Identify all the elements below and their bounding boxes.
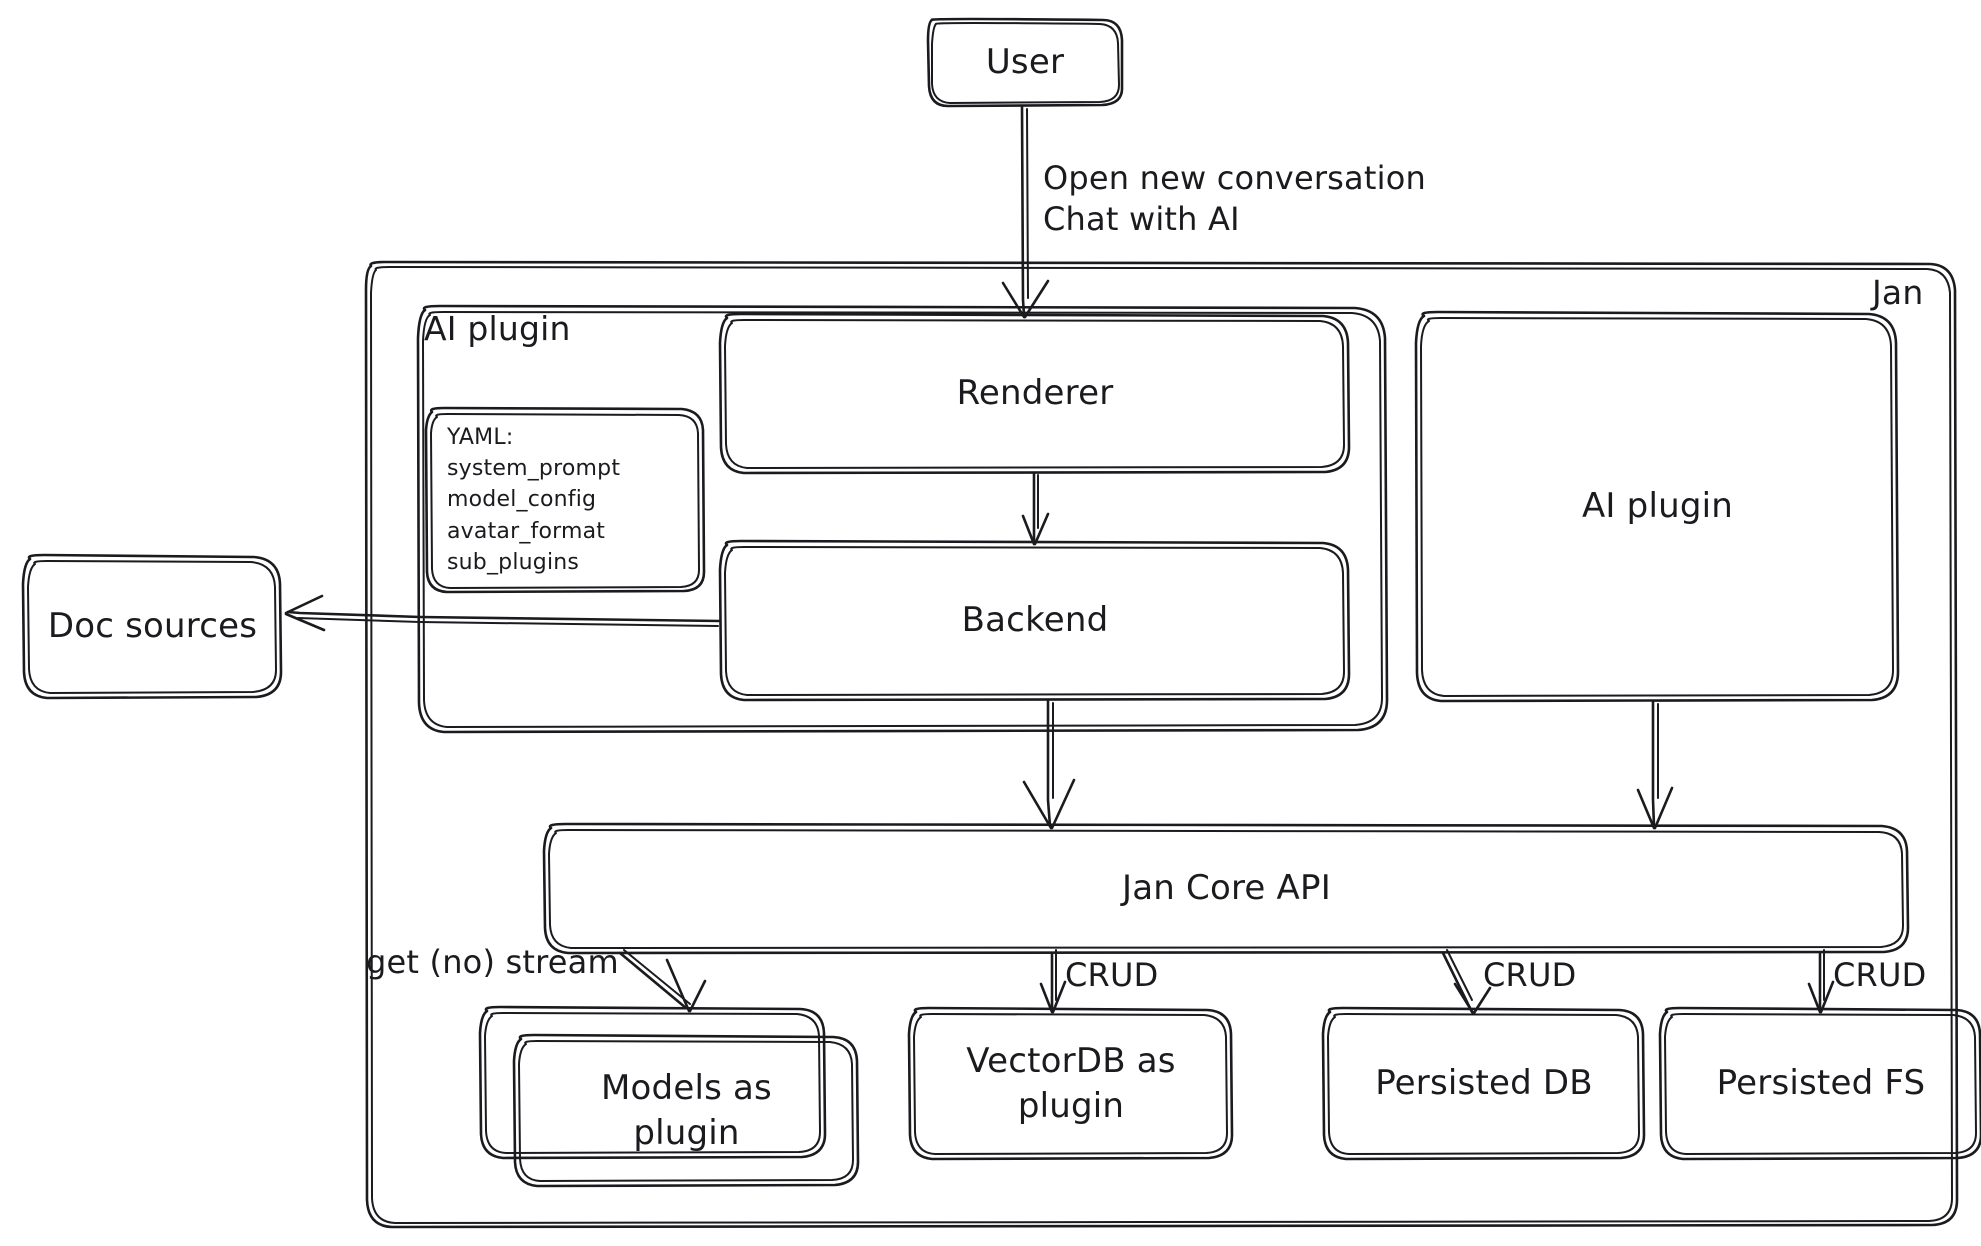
edge-renderer-to-backend — [1021, 471, 1050, 546]
edge-backend-to-doc-sources — [284, 594, 722, 632]
user-box-shape — [926, 17, 1124, 108]
persisted-db-box-shape — [1321, 1006, 1646, 1161]
edge-label-get-no-stream: get (no) stream — [366, 943, 619, 981]
edge-label-open-new-conversation: Open new conversation Chat with AI — [1043, 159, 1426, 238]
persisted-fs-box-shape — [1658, 1006, 1981, 1161]
edge-core-to-models — [618, 949, 707, 1013]
edge-core-to-persisted-db — [1441, 949, 1492, 1015]
vectordb-as-plugin-label: VectorDB as plugin — [966, 1041, 1176, 1126]
backend-box-shape — [718, 539, 1351, 702]
ai-plugin-box-label: AI plugin — [1581, 485, 1734, 526]
edge-ai-plugin-to-core — [1636, 699, 1674, 830]
ai-plugin-group-label: AI plugin — [424, 309, 571, 348]
persisted-fs-label: Persisted FS — [1716, 1062, 1926, 1103]
edge-user-to-renderer — [1001, 105, 1050, 319]
ai-plugin-group-shape — [416, 304, 1389, 734]
backend-label: Backend — [961, 599, 1109, 640]
jan-core-api-label: Jan Core API — [1122, 867, 1331, 908]
doc-sources-label: Doc sources — [47, 605, 258, 646]
edge-label-crud-persisted-fs: CRUD — [1833, 956, 1927, 994]
jan-container-label: Jan — [1872, 273, 1924, 312]
jan-container-shape — [364, 260, 1959, 1229]
edge-core-to-persisted-fs — [1807, 949, 1835, 1014]
doc-sources-box-shape — [21, 553, 283, 700]
user-label: User — [985, 42, 1065, 83]
renderer-box-shape — [718, 312, 1351, 475]
edge-label-crud-persisted-db: CRUD — [1483, 956, 1577, 994]
ai-plugin-box-shape — [1414, 310, 1900, 703]
renderer-label: Renderer — [956, 372, 1114, 413]
persisted-db-label: Persisted DB — [1375, 1062, 1593, 1103]
models-as-plugin-label: Models as plugin — [601, 1068, 772, 1153]
models-as-plugin-back-box-shape — [478, 1005, 827, 1160]
yaml-note-text: YAML: system_prompt model_config avatar_… — [447, 425, 621, 575]
edge-core-to-vectordb — [1039, 949, 1067, 1014]
edge-backend-to-core — [1022, 698, 1076, 830]
jan-core-api-box-shape — [542, 822, 1910, 955]
edge-label-crud-vectordb: CRUD — [1065, 956, 1159, 994]
models-as-plugin-front-box-shape — [512, 1033, 860, 1188]
yaml-note-shape — [424, 406, 706, 594]
vectordb-as-plugin-box-shape — [907, 1006, 1234, 1161]
